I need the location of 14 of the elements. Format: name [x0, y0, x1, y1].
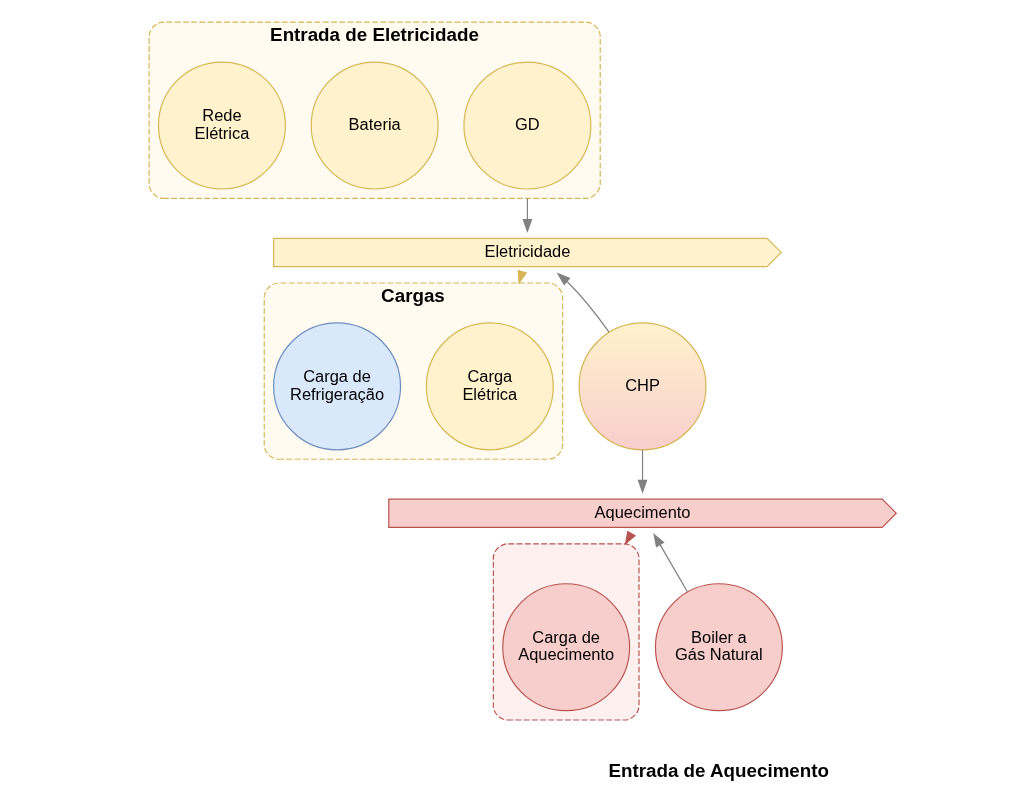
node-circle: Carga Elétrica [425, 322, 554, 451]
node-circle: Bateria [310, 61, 439, 190]
arrow [556, 272, 610, 333]
node-circle: CHP [578, 322, 707, 451]
node-circle: GD [462, 61, 591, 190]
node-circle: Carga de Refrigeração [272, 322, 401, 451]
arrow [521, 197, 532, 234]
node-circle: Rede Elétrica [157, 61, 286, 190]
arrow [652, 532, 688, 593]
node-circle: Boiler a Gás Natural [654, 583, 783, 712]
arrow [637, 449, 647, 494]
node-circle: Carga de Aquecimento [501, 583, 630, 712]
cluster [492, 543, 640, 721]
label: Entrada de Aquecimento [607, 760, 829, 782]
